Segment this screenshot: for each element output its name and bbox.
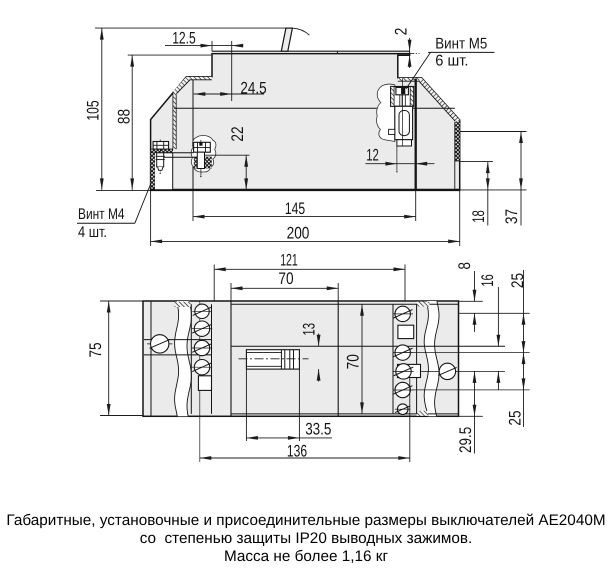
svg-text:6 шт.: 6 шт.: [435, 53, 468, 70]
svg-text:121: 121: [280, 250, 298, 269]
svg-text:136: 136: [287, 442, 307, 461]
svg-text:70: 70: [343, 354, 362, 369]
svg-text:12.5: 12.5: [172, 28, 196, 47]
svg-text:Габаритные, установочные и при: Габаритные, установочные и присоединител…: [6, 512, 605, 529]
svg-text:16: 16: [478, 274, 497, 287]
svg-text:105: 105: [84, 100, 103, 120]
svg-text:33.5: 33.5: [305, 420, 331, 439]
svg-text:70: 70: [278, 269, 293, 288]
svg-text:18: 18: [469, 210, 488, 223]
svg-text:29.5: 29.5: [456, 427, 475, 453]
svg-text:8: 8: [455, 262, 474, 270]
svg-text:145: 145: [285, 199, 305, 218]
svg-text:Винт М5: Винт М5: [435, 36, 487, 53]
svg-text:75: 75: [86, 342, 105, 357]
svg-text:12: 12: [366, 145, 379, 164]
svg-text:24.5: 24.5: [240, 79, 266, 98]
svg-text:25: 25: [508, 273, 527, 288]
svg-text:2: 2: [392, 28, 411, 36]
svg-text:4 шт.: 4 шт.: [78, 224, 107, 241]
svg-text:со степенью защиты IP20 вывод: со степенью защиты IP20 выводных зажимов…: [140, 530, 473, 547]
svg-text:25: 25: [506, 410, 525, 425]
svg-text:22: 22: [228, 126, 247, 141]
svg-text:13: 13: [299, 323, 318, 336]
svg-text:Масса не более 1,16 кг: Масса не более 1,16 кг: [224, 548, 389, 565]
svg-text:Винт М4: Винт М4: [78, 206, 125, 223]
svg-text:88: 88: [115, 109, 134, 124]
svg-text:200: 200: [287, 223, 310, 242]
svg-text:37: 37: [502, 209, 521, 224]
